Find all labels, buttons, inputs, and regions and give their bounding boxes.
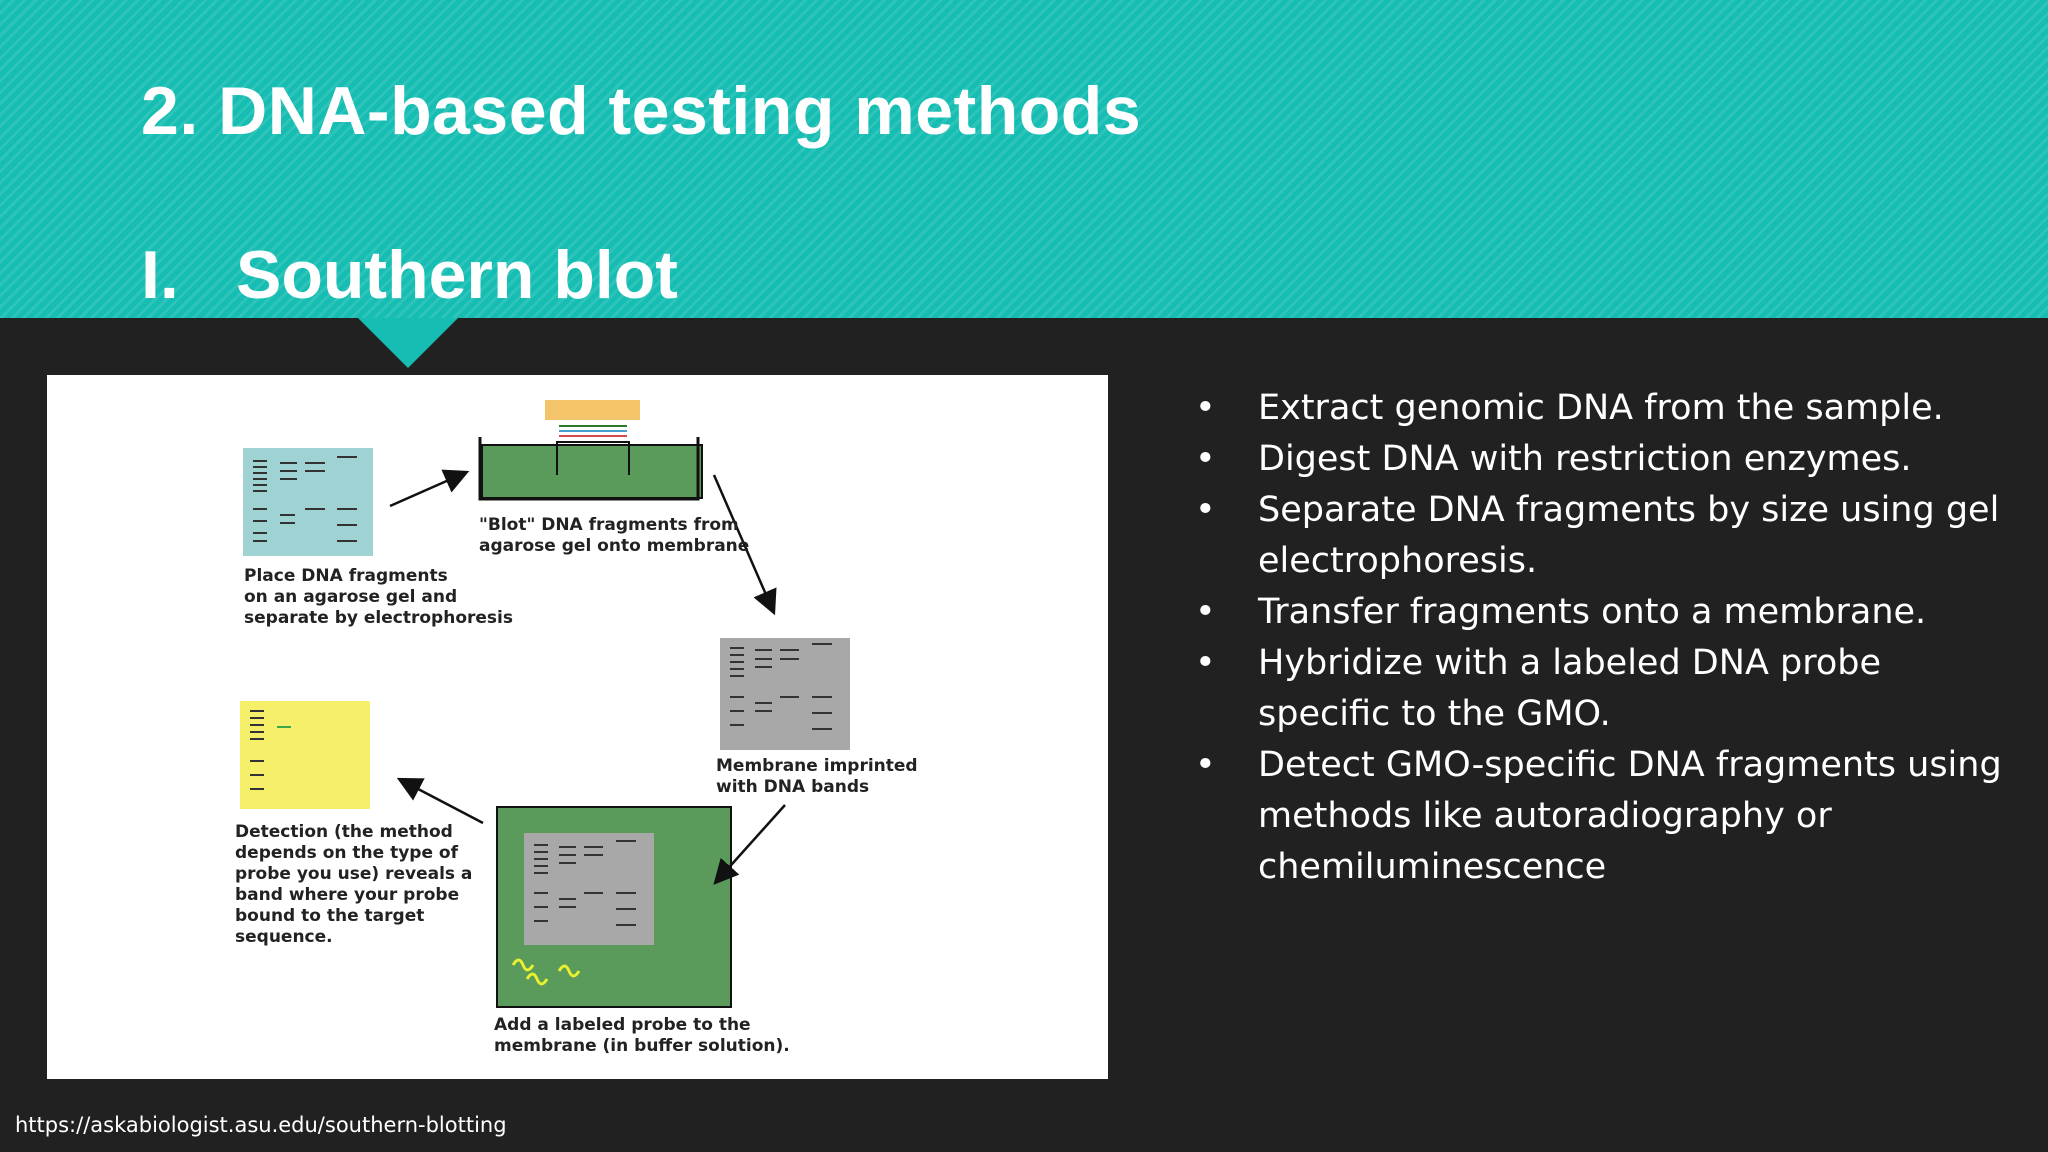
caption-probe: Add a labeled probe to the membrane (in …	[494, 1015, 790, 1056]
detection-film	[240, 701, 370, 809]
source-link[interactable]: https://askabiologist.asu.edu/southern-b…	[15, 1113, 507, 1137]
imprinted-membrane	[720, 638, 850, 750]
bullet-text: Detect GMO-specific DNA fragments using …	[1258, 745, 2002, 887]
blot-apparatus	[478, 400, 703, 501]
diagram-graphics	[240, 400, 850, 1008]
bullet-dot: •	[1195, 388, 1216, 428]
southern-blot-diagram: Place DNA fragments on an agarose gel an…	[47, 375, 1108, 1079]
bullet-item: • Hybridize with a labeled DNA probe spec…	[1195, 638, 2015, 740]
bullet-dot: •	[1195, 490, 1216, 530]
bullet-text: Digest DNA with restriction enzymes.	[1258, 439, 1912, 479]
slide-title: 2. DNA-based testing methods	[141, 73, 1142, 149]
bullet-item: • Transfer fragments onto a membrane.	[1195, 587, 2015, 638]
bullet-list: • Extract genomic DNA from the sample. • D…	[1195, 383, 2015, 893]
bullet-text: Separate DNA fragments by size using gel…	[1258, 490, 2000, 581]
bullet-item: • Digest DNA with restriction enzymes.	[1195, 434, 2015, 485]
agarose-gel	[243, 448, 373, 556]
bullet-text: Extract genomic DNA from the sample.	[1258, 388, 1944, 428]
bullet-item: • Separate DNA fragments by size using ge…	[1195, 485, 2015, 587]
caption-detection: Detection (the method depends on the typ…	[235, 822, 473, 947]
bullet-dot: •	[1195, 745, 1216, 785]
header-notch	[358, 318, 458, 368]
bullet-dot: •	[1195, 439, 1216, 479]
probe-squiggles	[511, 958, 581, 986]
bullet-dot: •	[1195, 643, 1216, 683]
subtitle-text: Southern blot	[236, 237, 678, 313]
bullet-text: Transfer fragments onto a membrane.	[1258, 592, 1927, 632]
bullet-dot: •	[1195, 592, 1216, 632]
subtitle-number: I.	[141, 237, 179, 313]
slide-header	[0, 0, 2048, 318]
process-arrows	[389, 469, 786, 885]
probe-membrane	[496, 806, 732, 1008]
bullet-text: Hybridize with a labeled DNA probe speci…	[1258, 643, 1882, 734]
caption-blot: "Blot" DNA fragments from agarose gel on…	[479, 515, 750, 556]
bullet-item: • Detect GMO-specific DNA fragments using…	[1195, 740, 2015, 893]
caption-gel: Place DNA fragments on an agarose gel an…	[244, 566, 513, 628]
bullet-item: • Extract genomic DNA from the sample.	[1195, 383, 2015, 434]
slide-subtitle: I. Southern blot	[141, 236, 678, 314]
caption-membrane: Membrane imprinted with DNA bands	[716, 756, 918, 797]
